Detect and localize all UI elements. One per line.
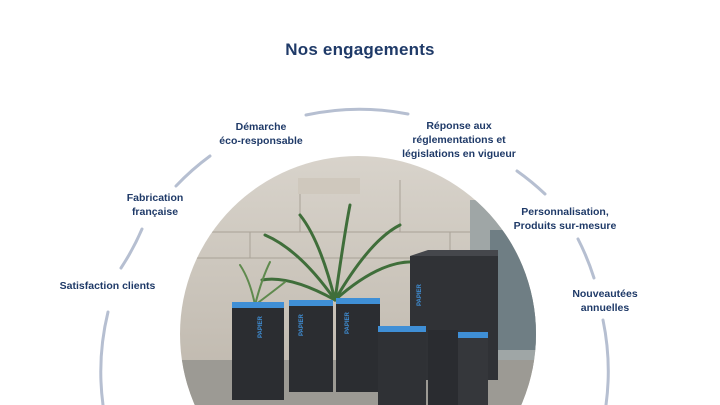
recycling-bins: [232, 250, 498, 405]
arc-segment-lower-left: [99, 310, 110, 405]
arc-segment-top: [304, 107, 410, 117]
arc-segment-upper-left: [174, 154, 212, 188]
arc-segment-mid-right: [576, 237, 596, 280]
label-satisfaction: Satisfaction clients: [59, 280, 156, 292]
arc-segment-upper-right: [515, 169, 547, 196]
label-personnalisation: Personnalisation,Produits sur-mesure: [513, 206, 617, 232]
page-title: Nos engagements: [285, 40, 435, 59]
arc-segment-lower-right: [601, 318, 610, 405]
product-photo: PAPIER PAPIER PAPIER PAPIER: [180, 156, 536, 405]
bin-label-2: PAPIER: [299, 313, 305, 336]
bin-label-4: PAPIER: [417, 283, 423, 306]
bin-label-1: PAPIER: [258, 315, 264, 338]
bin-label-3: PAPIER: [345, 311, 351, 334]
arc-segment-mid-left: [119, 227, 144, 270]
ring-arcs: [99, 107, 610, 405]
